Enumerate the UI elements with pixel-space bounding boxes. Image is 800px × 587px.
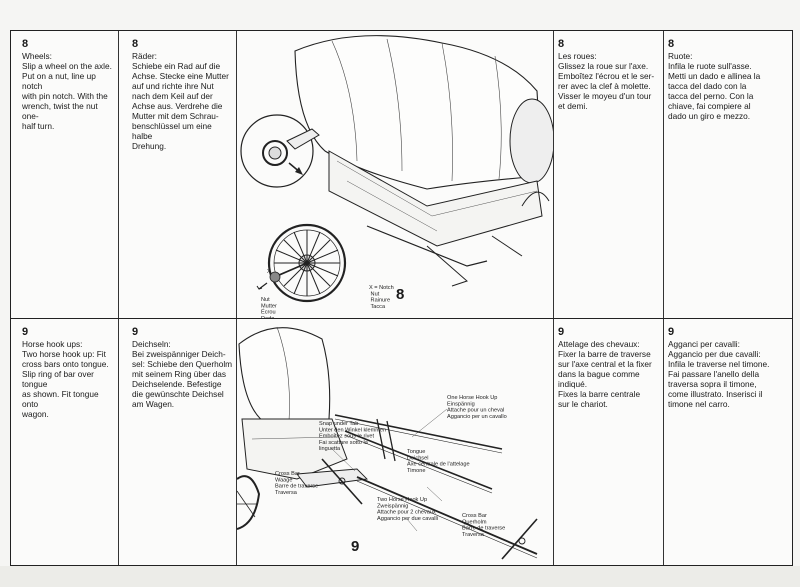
step-number: 9 [558,326,565,338]
label-line: Nut [261,297,270,303]
instruction-text: Attelage des chevaux: Fixer la barre de … [558,339,652,409]
figure-9-number: 9 [351,538,360,555]
step-number: 8 [132,38,139,50]
instruction-sheet: 8 Wheels: Slip a wheel on the axle. Put … [10,30,793,566]
column-divider [663,31,664,565]
label-line: Aggancio per due cavalli [377,516,438,522]
step-number: 9 [132,326,139,338]
label-line: Timone [407,468,425,474]
instruction-text: Wheels: Slip a wheel on the axle. Put on… [22,51,112,131]
step-number: 8 [558,38,565,50]
step-number: 8 [668,38,675,50]
column-divider [553,31,554,565]
column-divider [236,31,237,565]
instruction-text: Räder: Schiebe ein Rad auf die Achse. St… [132,51,229,151]
instruction-text: Les roues: Glissez la roue sur l'axe. Em… [558,51,655,111]
step-number: 9 [668,326,675,338]
label-line: Zweispännig [377,503,408,509]
figure-8-wheel-illustration: X NutMutterÉcrouDado X = Notch Nut Rainu… [240,35,553,318]
step-9-french: 9 Attelage des chevaux: Fixer la barre d… [558,326,662,410]
label-line: Nut [369,291,380,297]
label-line: Attache pour 2 chevaux [377,510,436,516]
label-line: Tongue [407,449,425,455]
instruction-text: Agganci per cavalli: Aggancio per due ca… [668,339,770,409]
label-line: Traversa [275,490,298,496]
instruction-text: Deichseln: Bei zweispänniger Deich- sel:… [132,339,233,409]
step-number: 9 [22,326,29,338]
nut-label: NutMutterÉcrouDado [261,297,277,318]
step-8-english: 8 Wheels: Slip a wheel on the axle. Put … [22,38,116,132]
step-9-italian: 9 Agganci per cavalli: Aggancio per due … [668,326,790,410]
step-9-english: 9 Horse hook ups: Two horse hook up: Fit… [22,326,116,420]
label-line: Traversa [462,532,485,538]
label-line: Barre de traverse [462,526,505,532]
label-line: Tacca [369,304,386,310]
label-line: linguetta [319,446,341,452]
label-line: Emboîtez sous le rivet [319,434,374,440]
label-line: Two Horse Hook Up [377,497,427,503]
scan-margin [0,566,800,587]
label-line: Waage [275,477,293,483]
instruction-text: Horse hook ups: Two horse hook up: Fit c… [22,339,109,419]
column-divider [118,31,119,565]
label-line: Fai scattare sotto la [319,440,369,446]
label-line: Barre de traverse [275,484,318,490]
step-8-german: 8 Räder: Schiebe ein Rad auf die Achse. … [132,38,234,152]
label-line: Rainure [369,298,390,304]
label-line: Unter den Winkel klemmen [319,427,386,433]
figure-8-number: 8 [396,286,405,303]
label-line: Deichsel [407,455,428,461]
label-line: Cross Bar [275,471,300,477]
label-line: Axe centrale de l'attelage [407,462,470,468]
step-number: 8 [22,38,29,50]
step-9-german: 9 Deichseln: Bei zweispänniger Deich- se… [132,326,234,410]
label-line: Aggancio per un cavallo [447,414,507,420]
label-line: Cross Bar [462,513,487,519]
label-line: Mutter [261,303,277,309]
label-line: One Horse Hook Up [447,395,497,401]
label-line: Écrou [261,309,276,316]
notch-label: X = Notch Nut Rainure Tacca [369,285,394,310]
label-line: X = Notch [369,285,394,291]
step-8-french: 8 Les roues: Glissez la roue sur l'axe. … [558,38,662,112]
step-8-italian: 8 Ruote: Infila le ruote sull'asse. Mett… [668,38,790,122]
label-line: Einspännig [447,401,475,407]
x-mark-label: X [267,269,271,275]
label-line: Attache pour un cheval [447,408,504,414]
instruction-text: Ruote: Infila le ruote sull'asse. Metti … [668,51,761,121]
row-divider [11,318,792,319]
label-line: Snap under Tab [319,421,358,427]
label-line: Querholm [462,519,487,525]
label-line: Dado [261,316,274,318]
